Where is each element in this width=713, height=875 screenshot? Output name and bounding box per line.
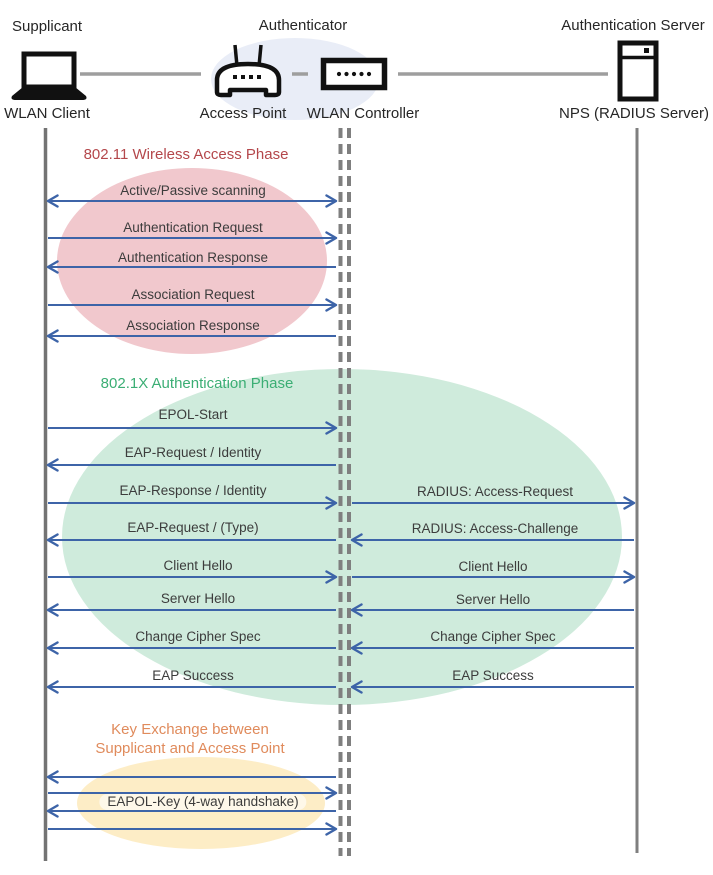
server-icon	[617, 40, 659, 102]
msg-client-hello-right: Client Hello	[458, 559, 528, 574]
msg-eap-success-left: EAP Success	[152, 668, 234, 683]
device-wlan-controller-label: WLAN Controller	[306, 105, 420, 122]
phase-802-11-ellipse	[57, 168, 327, 354]
device-wlan-client-label: WLAN Client	[4, 105, 90, 122]
device-nps-radius-server-label: NPS (RADIUS Server)	[558, 105, 710, 122]
phase-key-exchange-title-line1: Key Exchange between	[111, 721, 269, 738]
msg-eap-request-type: EAP-Request / (Type)	[127, 520, 259, 535]
msg-client-hello-left: Client Hello	[163, 558, 233, 573]
msg-association-request: Association Request	[131, 287, 255, 302]
msg-epol-start: EPOL-Start	[158, 407, 228, 422]
message-arrows-left	[46, 194, 338, 836]
msg-eap-success-right: EAP Success	[452, 668, 534, 683]
msg-association-response: Association Response	[126, 318, 260, 333]
msg-radius-access-challenge: RADIUS: Access-Challenge	[411, 521, 579, 536]
msg-eap-response-identity: EAP-Response / Identity	[119, 483, 267, 498]
device-access-point-label: Access Point	[199, 105, 287, 122]
msg-change-cipher-spec-left: Change Cipher Spec	[135, 629, 261, 644]
msg-authentication-response: Authentication Response	[117, 250, 269, 265]
actor-authenticator-label: Authenticator	[258, 17, 348, 34]
msg-eap-request-identity: EAP-Request / Identity	[124, 445, 262, 460]
phase-802-1x-title: 802.1X Authentication Phase	[100, 375, 294, 392]
msg-server-hello-left: Server Hello	[160, 591, 236, 606]
wlan-controller-icon	[320, 57, 388, 91]
msg-eapol-key-handshake: EAPOL-Key (4-way handshake)	[99, 794, 307, 810]
phase-key-exchange-title-line2: Supplicant and Access Point	[95, 740, 285, 757]
msg-radius-access-request: RADIUS: Access-Request	[416, 484, 574, 499]
actor-supplicant-label: Supplicant	[12, 18, 83, 35]
message-arrows-right	[350, 496, 636, 694]
actor-authentication-server-label: Authentication Server	[561, 17, 705, 34]
access-point-icon	[214, 44, 282, 98]
laptop-icon	[11, 51, 87, 100]
phase-802-11-title: 802.11 Wireless Access Phase	[83, 146, 289, 163]
msg-change-cipher-spec-right: Change Cipher Spec	[430, 629, 556, 644]
msg-server-hello-right: Server Hello	[455, 592, 531, 607]
phase-key-exchange-title: Key Exchange between Supplicant and Acce…	[95, 720, 284, 758]
msg-active-passive-scanning: Active/Passive scanning	[120, 183, 266, 198]
msg-authentication-request: Authentication Request	[123, 220, 263, 235]
